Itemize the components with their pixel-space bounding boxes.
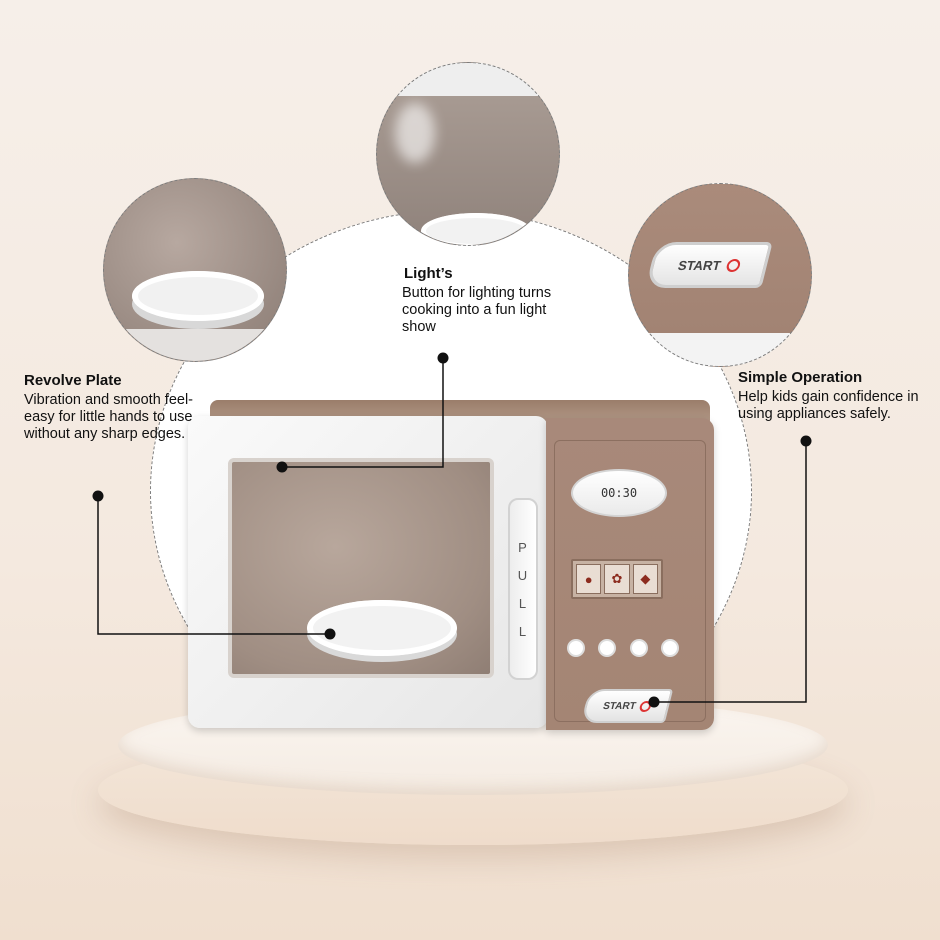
handle-letter: U bbox=[517, 567, 529, 583]
zoom-detail-light bbox=[376, 62, 560, 246]
power-dot-icon bbox=[638, 700, 653, 712]
handle-letter: L bbox=[518, 623, 528, 639]
handle-letter: L bbox=[518, 595, 528, 611]
zoom-start-button: START bbox=[645, 242, 773, 288]
mode-icon-food: ✿ bbox=[604, 564, 630, 594]
zoom-detail-plate bbox=[103, 178, 287, 362]
microwave-door: P U L L bbox=[188, 416, 548, 728]
zoom-window-sill bbox=[104, 329, 286, 361]
door-handle: P U L L bbox=[508, 498, 538, 680]
start-button: START bbox=[580, 689, 674, 723]
zoom-revolve-plate bbox=[132, 271, 264, 321]
callout-lights: Light’s Button for lighting turns cookin… bbox=[402, 265, 572, 336]
callout-simple-operation: Simple Operation Help kids gain confiden… bbox=[738, 369, 938, 423]
control-buttons bbox=[567, 639, 679, 657]
control-button bbox=[567, 639, 585, 657]
mode-icon-dish: ● bbox=[576, 564, 602, 594]
zoom-detail-start: START bbox=[628, 183, 812, 367]
zoom-power-dot-icon bbox=[725, 258, 742, 272]
handle-letter: P bbox=[518, 539, 528, 555]
callout-title: Light’s bbox=[404, 265, 453, 282]
mode-icon-meal: ◆ bbox=[632, 564, 658, 594]
mode-selector: ● ✿ ◆ bbox=[571, 559, 663, 599]
revolve-plate bbox=[307, 600, 457, 656]
callout-text: Help kids gain confidence in using appli… bbox=[738, 389, 919, 422]
zoom-light-glow bbox=[395, 103, 435, 163]
control-button bbox=[629, 639, 648, 657]
zoom-start-label: START bbox=[676, 257, 723, 273]
leader-dot-revolve-start bbox=[92, 490, 104, 502]
callout-text: Button for lighting turns cooking into a… bbox=[402, 285, 552, 335]
control-button bbox=[660, 639, 679, 657]
leader-dot-operation-start bbox=[800, 435, 812, 447]
callout-title: Simple Operation bbox=[738, 369, 863, 386]
control-button bbox=[598, 639, 617, 657]
control-panel: 00:30 ● ✿ ◆ START bbox=[546, 418, 714, 730]
control-panel-frame: 00:30 ● ✿ ◆ START bbox=[554, 440, 706, 723]
callout-title: Revolve Plate bbox=[24, 372, 122, 389]
callout-text: Vibration and smooth feel-easy for littl… bbox=[24, 392, 194, 442]
zoom-plate-edge bbox=[421, 213, 531, 245]
callout-revolve-plate: Revolve Plate Vibration and smooth feel-… bbox=[24, 372, 204, 443]
microwave-window bbox=[228, 458, 494, 678]
timer-display: 00:30 bbox=[571, 469, 667, 517]
start-label: START bbox=[601, 700, 638, 712]
